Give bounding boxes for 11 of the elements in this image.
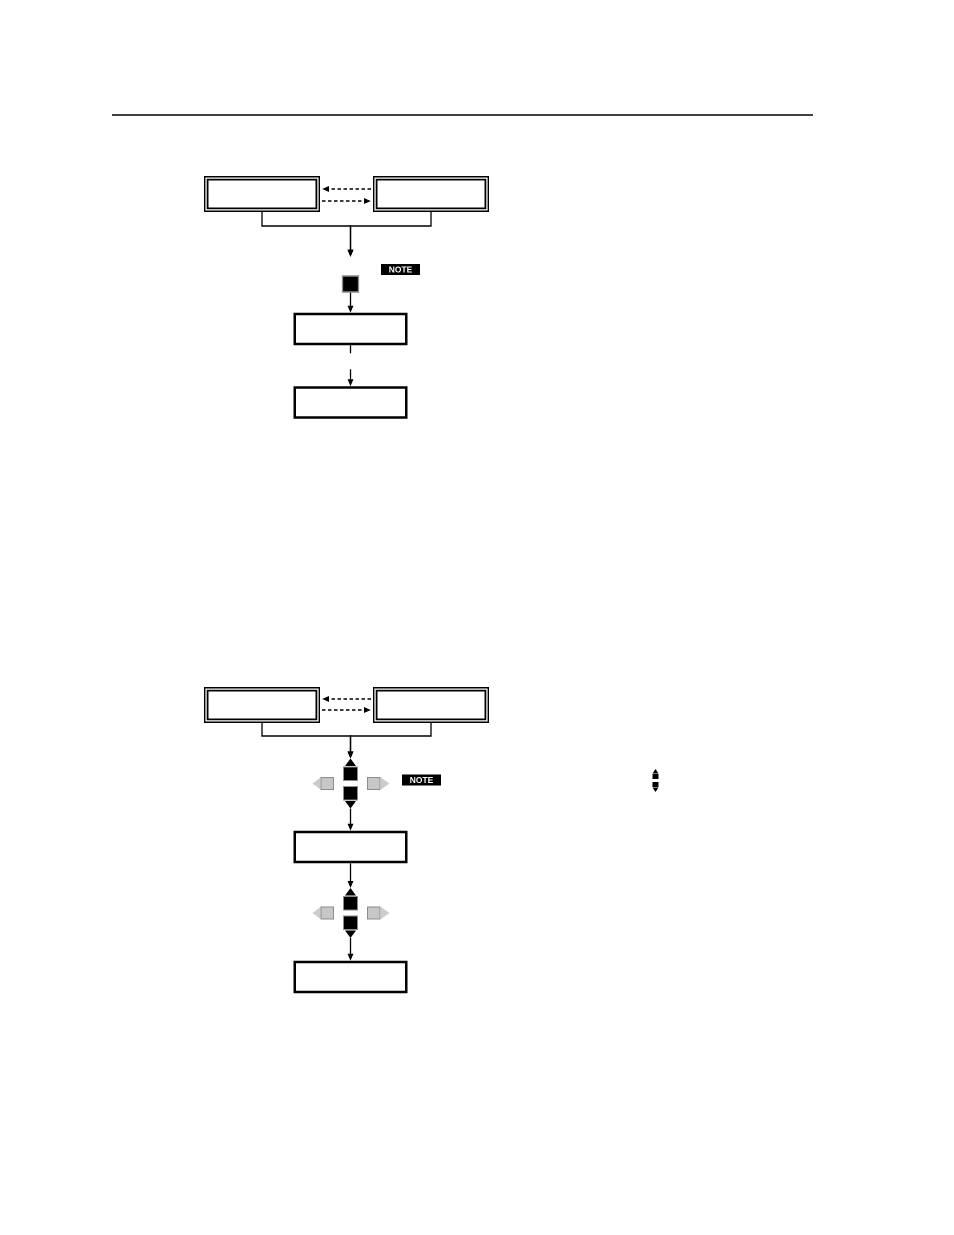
display-box [293,960,408,994]
display-box [204,176,320,212]
button [341,275,360,293]
display-box [373,687,489,723]
note-badge: NOTE [381,264,420,275]
display-box [293,830,408,864]
display-box [293,386,408,419]
display-box [373,176,489,212]
display-box [204,687,320,723]
note-badge: NOTE [402,774,441,786]
display-box [293,312,408,346]
